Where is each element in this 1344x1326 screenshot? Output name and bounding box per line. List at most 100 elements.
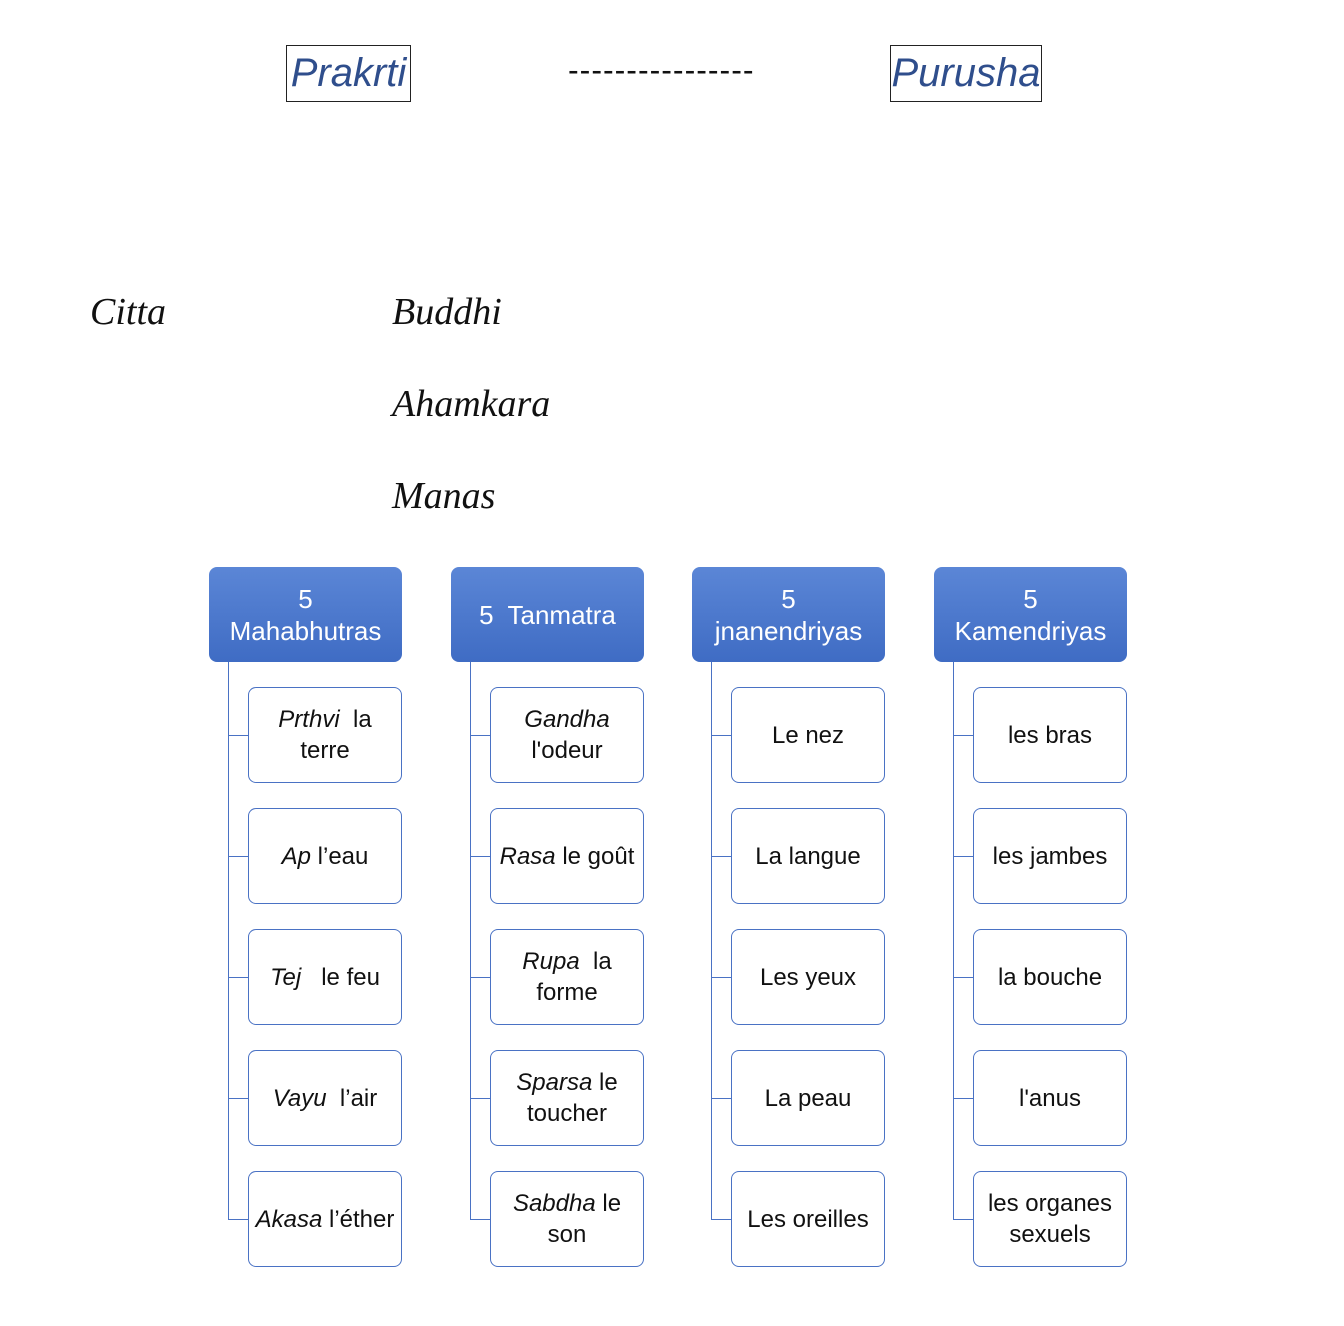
header-line: Kamendriyas <box>954 615 1107 646</box>
ahamkara-label: Ahamkara <box>392 383 551 425</box>
meaning-text: La langue <box>755 842 861 870</box>
node-box[interactable]: les organes sexuels <box>973 1171 1127 1267</box>
node-text: l'anus <box>1019 1083 1081 1114</box>
meaning-text: La peau <box>764 1084 852 1112</box>
connector-horizontal <box>711 1219 731 1220</box>
connector-horizontal <box>228 735 248 736</box>
node-box[interactable]: Sabdha le son <box>490 1171 644 1267</box>
connector-horizontal <box>953 1219 973 1220</box>
sanskrit-term: Tej <box>270 963 302 991</box>
connector-vertical <box>228 662 229 1219</box>
connector-horizontal <box>953 1098 973 1099</box>
header-line: 5 <box>1023 583 1038 614</box>
sanskrit-term: Ap <box>281 842 311 870</box>
sanskrit-term: Prthvi <box>278 706 340 733</box>
meaning-text: l’air <box>339 1084 378 1112</box>
connector-vertical <box>953 662 954 1219</box>
meaning-text: l'odeur <box>531 737 603 764</box>
separator-dashes: ---------------- <box>568 52 755 88</box>
node-box[interactable]: Ap l’eau <box>248 808 402 904</box>
node-box[interactable]: Rasa le goût <box>490 808 644 904</box>
connector-horizontal <box>953 735 973 736</box>
node-text: la bouche <box>998 962 1102 993</box>
connector-vertical <box>711 662 712 1219</box>
connector-horizontal <box>953 856 973 857</box>
purusha-title: Purusha <box>890 45 1042 102</box>
node-text: Vayu l’air <box>273 1083 378 1114</box>
node-text: Les oreilles <box>747 1204 868 1235</box>
connector-horizontal <box>711 735 731 736</box>
node-box[interactable]: Sparsa le toucher <box>490 1050 644 1146</box>
node-text: les organes sexuels <box>980 1188 1120 1250</box>
buddhi-label: Buddhi <box>392 291 502 333</box>
connector-horizontal <box>711 856 731 857</box>
node-box[interactable]: les bras <box>973 687 1127 783</box>
sanskrit-term: Vayu <box>272 1084 327 1112</box>
sanskrit-term: Rupa <box>522 948 580 975</box>
connector-vertical <box>470 662 471 1219</box>
meaning-text: l’éther <box>329 1205 395 1233</box>
connector-horizontal <box>470 1098 490 1099</box>
node-box[interactable]: Tej le feu <box>248 929 402 1025</box>
node-text: les bras <box>1008 720 1092 751</box>
header-line: Mahabhutras <box>229 615 382 646</box>
node-text: les jambes <box>993 841 1108 872</box>
node-text: Gandha l'odeur <box>497 704 637 766</box>
meaning-text: l’eau <box>317 842 369 870</box>
sanskrit-term: Akasa <box>255 1205 323 1233</box>
node-text: Prthvi la terre <box>255 704 395 766</box>
node-text: Les yeux <box>760 962 856 993</box>
sanskrit-term: Sabdha <box>512 1190 596 1217</box>
connector-horizontal <box>228 977 248 978</box>
node-box[interactable]: Les oreilles <box>731 1171 885 1267</box>
manas-label: Manas <box>392 475 496 517</box>
connector-horizontal <box>228 856 248 857</box>
sanskrit-term: Rasa <box>499 842 556 870</box>
node-text: Rupa la forme <box>497 946 637 1008</box>
connector-horizontal <box>711 977 731 978</box>
meaning-text: la terre <box>300 706 379 764</box>
header-line: 5 <box>781 583 796 614</box>
connector-horizontal <box>470 735 490 736</box>
node-box[interactable]: les jambes <box>973 808 1127 904</box>
node-box[interactable]: Les yeux <box>731 929 885 1025</box>
node-box[interactable]: Gandha l'odeur <box>490 687 644 783</box>
node-box[interactable]: La langue <box>731 808 885 904</box>
header-line: 5 <box>298 583 313 614</box>
meaning-text: la bouche <box>997 963 1103 991</box>
meaning-text: Le nez <box>771 721 845 749</box>
node-text: La peau <box>765 1083 852 1114</box>
connector-horizontal <box>470 977 490 978</box>
meaning-text: Les oreilles <box>747 1205 869 1233</box>
node-box[interactable]: Vayu l’air <box>248 1050 402 1146</box>
sanskrit-term: Sparsa <box>516 1069 593 1096</box>
node-text: Tej le feu <box>270 962 380 993</box>
prakrti-title: Prakrti <box>286 45 411 102</box>
node-box[interactable]: Rupa la forme <box>490 929 644 1025</box>
meaning-text: Les yeux <box>759 963 857 991</box>
meaning-text: le feu <box>321 963 380 991</box>
connector-horizontal <box>228 1098 248 1099</box>
node-text: Sabdha le son <box>497 1188 637 1250</box>
node-box[interactable]: Le nez <box>731 687 885 783</box>
meaning-text: la forme <box>536 948 619 1006</box>
column-header[interactable]: 5 Tanmatra <box>451 567 644 662</box>
node-box[interactable]: Akasa l’éther <box>248 1171 402 1267</box>
header-line: jnanendriyas <box>714 615 863 646</box>
connector-horizontal <box>953 977 973 978</box>
node-text: La langue <box>755 841 860 872</box>
node-box[interactable]: La peau <box>731 1050 885 1146</box>
node-box[interactable]: Prthvi la terre <box>248 687 402 783</box>
header-line: 5 Tanmatra <box>479 599 616 630</box>
meaning-text: le toucher <box>526 1069 625 1127</box>
citta-label: Citta <box>90 291 167 333</box>
node-box[interactable]: la bouche <box>973 929 1127 1025</box>
node-box[interactable]: l'anus <box>973 1050 1127 1146</box>
